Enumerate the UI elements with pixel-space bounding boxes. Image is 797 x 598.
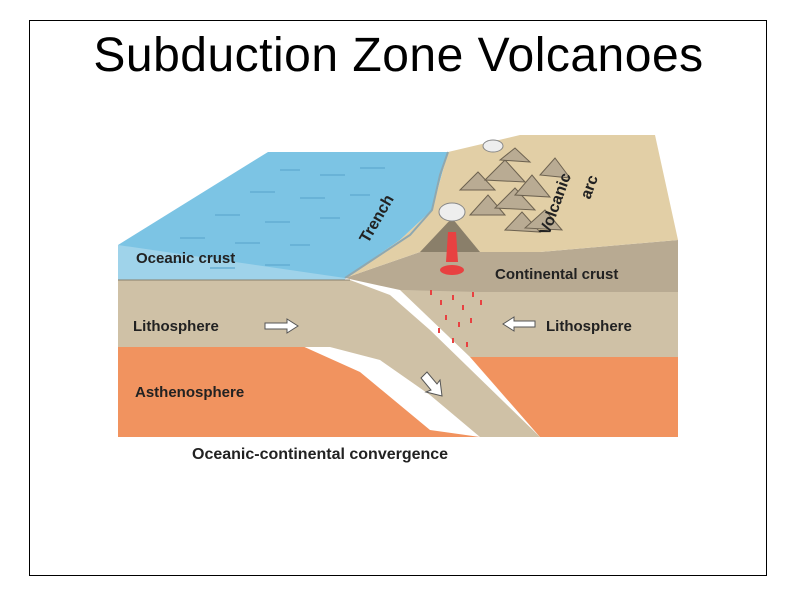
label-continental-crust: Continental crust bbox=[495, 266, 618, 283]
eruption-cloud bbox=[438, 202, 466, 222]
steam-cloud bbox=[482, 139, 504, 153]
label-lithosphere-right: Lithosphere bbox=[546, 318, 632, 335]
arrow-left-icon bbox=[502, 316, 536, 332]
label-asthenosphere: Asthenosphere bbox=[135, 384, 244, 401]
trench-edge bbox=[344, 151, 449, 279]
magma-conduit bbox=[446, 232, 458, 262]
diagram-caption: Oceanic-continental convergence bbox=[192, 446, 448, 463]
subducting-slab bbox=[118, 280, 540, 437]
continental-lithosphere bbox=[400, 290, 678, 357]
volcanic-mountains bbox=[458, 147, 572, 233]
arrow-right-icon bbox=[264, 318, 299, 334]
ocean-surface bbox=[118, 152, 448, 278]
asthenosphere-layer bbox=[118, 345, 480, 437]
ocean-waves bbox=[160, 167, 385, 269]
arrow-down-diagonal-icon bbox=[420, 371, 443, 397]
asthenosphere-right bbox=[470, 357, 678, 437]
continental-crust-layer bbox=[345, 240, 678, 292]
magma-chamber bbox=[440, 265, 464, 275]
magma-droplets bbox=[430, 290, 482, 347]
label-oceanic-crust: Oceanic crust bbox=[136, 250, 235, 267]
label-lithosphere-left: Lithosphere bbox=[133, 318, 219, 335]
slide-title: Subduction Zone Volcanoes bbox=[93, 29, 704, 82]
